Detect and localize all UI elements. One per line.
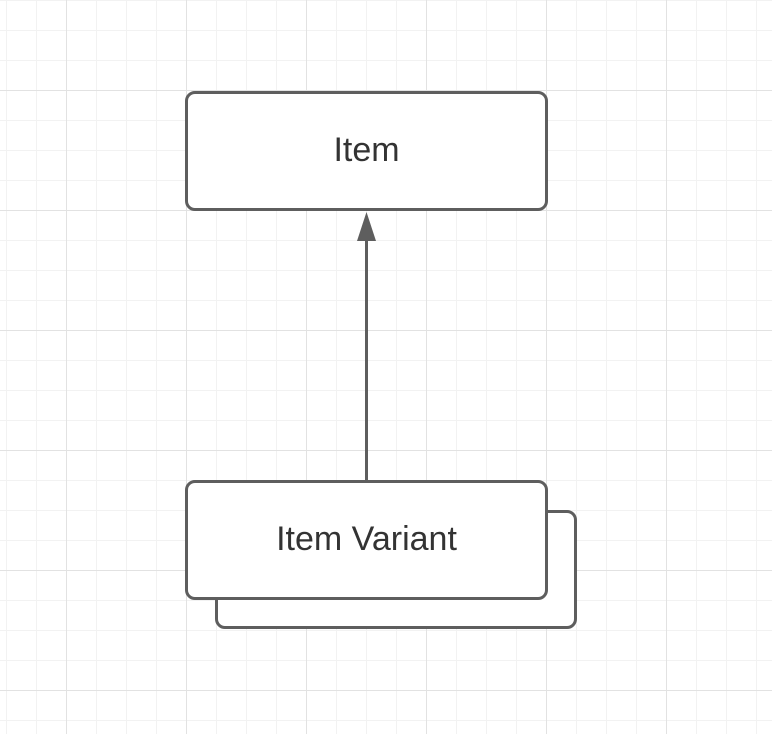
node-item[interactable]: Item	[185, 91, 548, 211]
node-item-label: Item	[333, 131, 400, 170]
node-item-variant[interactable]: Item Variant	[185, 480, 548, 600]
node-item-variant-label: Item Variant	[276, 520, 457, 559]
arrowhead-icon	[357, 212, 376, 241]
